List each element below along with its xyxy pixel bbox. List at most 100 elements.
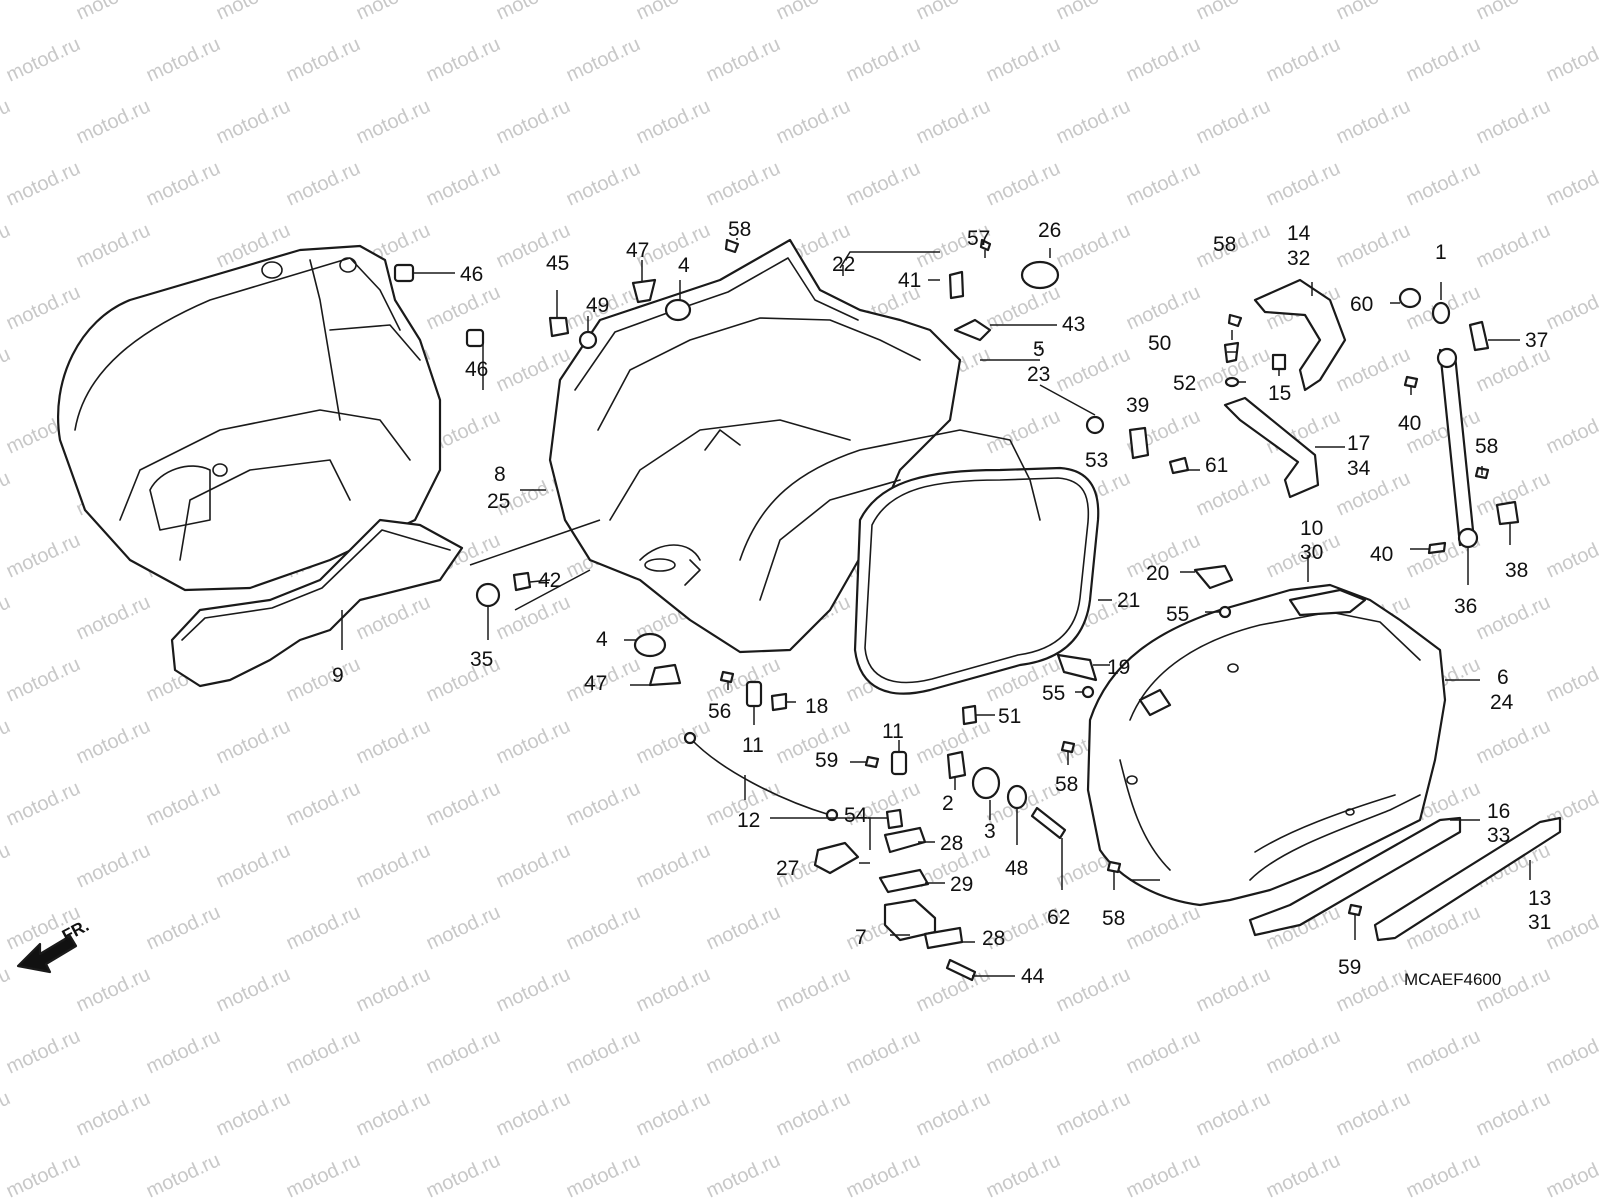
watermark-text: motod.ru xyxy=(493,591,574,644)
callout-56: 56 xyxy=(708,700,731,723)
callout-54: 54 xyxy=(844,804,868,827)
watermark-text: motod.ru xyxy=(843,157,924,210)
watermark-text: motod.ru xyxy=(773,95,854,148)
watermark-text: motod.ru xyxy=(633,963,714,1016)
callout-1: 1 xyxy=(1435,241,1447,264)
callout-31: 31 xyxy=(1528,911,1551,934)
watermark-text: motod.ru xyxy=(73,839,154,892)
watermark-text: motod.ru xyxy=(703,157,784,210)
watermark-text: motod.ru xyxy=(3,33,84,86)
callout-23: 23 xyxy=(1027,363,1050,386)
watermark-text: motod.ru xyxy=(1193,1087,1274,1140)
callout-41: 41 xyxy=(898,269,921,292)
saddlebag-case-body xyxy=(548,238,962,654)
watermark-text: motod.ru xyxy=(983,1025,1064,1078)
watermark-text: motod.ru xyxy=(1333,343,1414,396)
watermark-text: motod.ru xyxy=(1473,591,1554,644)
watermark-text: motod.ru xyxy=(353,963,434,1016)
callout-58: 58 xyxy=(728,218,751,241)
watermark-text: motod.ru xyxy=(1403,1025,1484,1078)
watermark-text: motod.ru xyxy=(0,839,14,892)
watermark-text: motod.ru xyxy=(73,0,154,25)
callout-40: 40 xyxy=(1398,412,1421,435)
watermark-text: motod.ru xyxy=(3,777,84,830)
callout-8: 8 xyxy=(494,463,506,486)
callout-18: 18 xyxy=(805,695,828,718)
watermark-text: motod.ru xyxy=(983,33,1064,86)
watermark-text: motod.ru xyxy=(283,1149,364,1200)
watermark-text: motod.ru xyxy=(1543,405,1600,458)
watermark-text: motod.ru xyxy=(1543,901,1600,954)
callout-49: 49 xyxy=(586,294,609,317)
callout-10: 10 xyxy=(1300,517,1323,540)
watermark-text: motod.ru xyxy=(423,157,504,210)
watermark-text: motod.ru xyxy=(1123,1149,1204,1200)
watermark-text: motod.ru xyxy=(633,839,714,892)
watermark-text: motod.ru xyxy=(1543,653,1600,706)
callout-20: 20 xyxy=(1146,562,1169,585)
watermark-text: motod.ru xyxy=(283,33,364,86)
callout-50: 50 xyxy=(1148,332,1171,355)
watermark-text: motod.ru xyxy=(1543,1025,1600,1078)
case-mat xyxy=(170,518,464,688)
callout-6: 6 xyxy=(1497,666,1509,689)
callout-17: 17 xyxy=(1347,432,1370,455)
callout-5: 5 xyxy=(1033,338,1045,361)
watermark-text: motod.ru xyxy=(423,777,504,830)
watermark-text: motod.ru xyxy=(1123,281,1204,334)
watermark-text: motod.ru xyxy=(283,1025,364,1078)
watermark-text: motod.ru xyxy=(1193,95,1274,148)
watermark-text: motod.ru xyxy=(1403,33,1484,86)
watermark-text: motod.ru xyxy=(423,1025,504,1078)
watermark-text: motod.ru xyxy=(143,901,224,954)
lid-damper xyxy=(1436,347,1479,549)
watermark-text: motod.ru xyxy=(0,591,14,644)
callout-32: 32 xyxy=(1287,247,1310,270)
watermark-text: motod.ru xyxy=(73,219,154,272)
watermark-text: motod.ru xyxy=(843,33,924,86)
watermark-text: motod.ru xyxy=(0,0,14,25)
watermark-text: motod.ru xyxy=(353,0,434,25)
watermark-text: motod.ru xyxy=(423,33,504,86)
callout-61: 61 xyxy=(1205,454,1228,477)
watermark-text: motod.ru xyxy=(3,529,84,582)
watermark-text: motod.ru xyxy=(213,715,294,768)
callout-28: 28 xyxy=(940,832,963,855)
inner-case-liner xyxy=(57,244,442,592)
watermark-text: motod.ru xyxy=(1543,1149,1600,1200)
callout-52: 52 xyxy=(1173,372,1196,395)
watermark-text: motod.ru xyxy=(1123,1025,1204,1078)
watermark-text: motod.ru xyxy=(1333,0,1414,25)
watermark-text: motod.ru xyxy=(843,1025,924,1078)
callout-35: 35 xyxy=(470,648,493,671)
watermark-text: motod.ru xyxy=(493,715,574,768)
watermark-text: motod.ru xyxy=(3,1025,84,1078)
watermark-text: motod.ru xyxy=(73,963,154,1016)
watermark-text: motod.ru xyxy=(73,95,154,148)
watermark-text: motod.ru xyxy=(983,1149,1064,1200)
callout-12: 12 xyxy=(737,809,760,832)
callout-11: 11 xyxy=(882,720,904,743)
watermark-text: motod.ru xyxy=(3,281,84,334)
watermark-text: motod.ru xyxy=(1473,0,1554,25)
watermark-text: motod.ru xyxy=(493,963,574,1016)
grab-handle xyxy=(1253,278,1347,392)
callout-33: 33 xyxy=(1487,824,1510,847)
watermark-text: motod.ru xyxy=(283,901,364,954)
watermark-text: motod.ru xyxy=(1053,963,1134,1016)
callout-46: 46 xyxy=(460,263,483,286)
watermark-text: motod.ru xyxy=(213,95,294,148)
callout-25: 25 xyxy=(487,490,510,513)
watermark-text: motod.ru xyxy=(1053,95,1134,148)
callout-62: 62 xyxy=(1047,906,1070,929)
watermark-text: motod.ru xyxy=(0,343,14,396)
leader-lines xyxy=(341,238,1531,977)
watermark-text: motod.ru xyxy=(563,157,644,210)
callout-37: 37 xyxy=(1525,329,1548,352)
lower-molding xyxy=(1248,816,1462,937)
callout-11: 11 xyxy=(742,734,764,757)
watermark-text: motod.ru xyxy=(773,0,854,25)
callout-21: 21 xyxy=(1117,589,1140,612)
watermark-text: motod.ru xyxy=(0,1087,14,1140)
watermark-text: motod.ru xyxy=(213,963,294,1016)
